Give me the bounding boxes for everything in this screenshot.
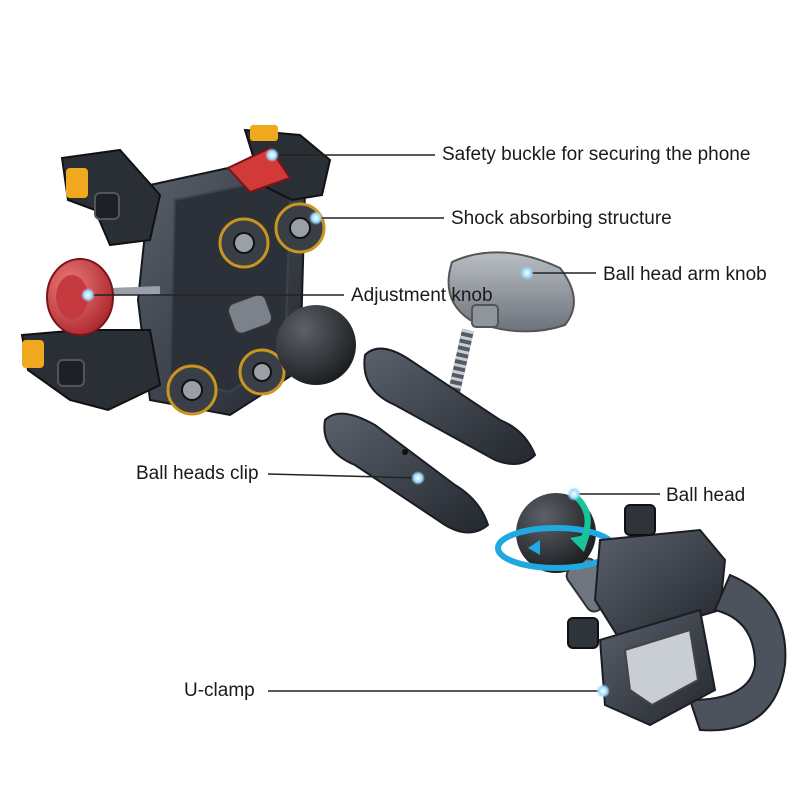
callout-dot xyxy=(520,266,534,280)
ball-heads-clip-part xyxy=(323,347,537,534)
label-adjustment-knob: Adjustment knob xyxy=(351,285,493,306)
callout-dot xyxy=(309,211,323,225)
label-safety-buckle: Safety buckle for securing the phone xyxy=(442,144,751,165)
callout-dot xyxy=(81,288,95,302)
callout-dot xyxy=(567,487,581,501)
ball-head-part xyxy=(495,492,617,613)
u-clamp-part xyxy=(567,504,787,732)
label-ball-head-arm-knob: Ball head arm knob xyxy=(603,264,767,285)
callout-dot xyxy=(596,684,610,698)
callout-dot xyxy=(411,471,425,485)
label-ball-heads-clip: Ball heads clip xyxy=(136,463,259,484)
leader-lines xyxy=(88,154,660,692)
leader-line-ball-heads-clip xyxy=(267,473,419,479)
shock-absorbing-spools xyxy=(166,202,326,416)
top-left-arm xyxy=(60,148,162,247)
adjustment-knob-part xyxy=(46,258,161,336)
label-u-clamp: U-clamp xyxy=(184,680,255,701)
bottom-left-arm xyxy=(20,329,162,412)
ball-head-arm-knob-part xyxy=(444,251,575,412)
holder-ball xyxy=(276,305,356,385)
callout-dot xyxy=(265,148,279,162)
callout-dots xyxy=(81,148,610,698)
label-shock-absorbing: Shock absorbing structure xyxy=(451,208,672,229)
label-ball-head: Ball head xyxy=(666,485,746,506)
